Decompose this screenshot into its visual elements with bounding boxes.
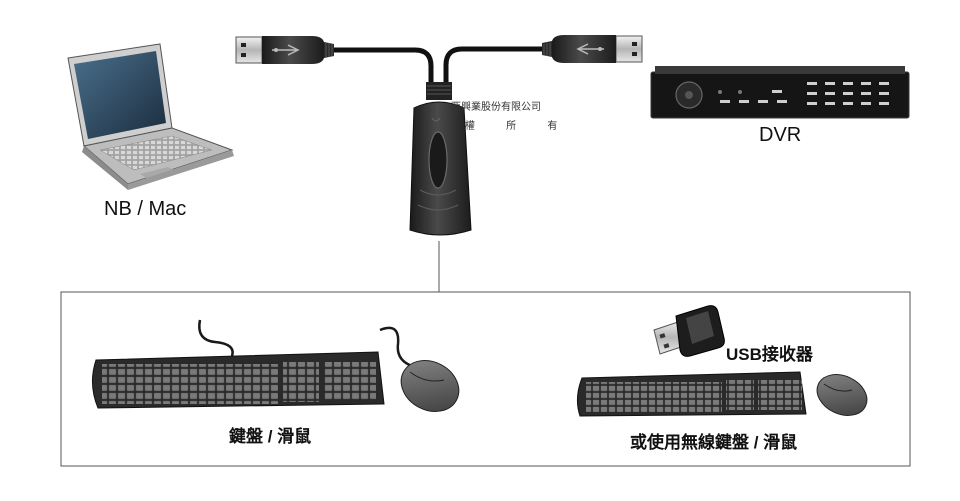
keyboard-icon [576, 371, 807, 417]
usb-adapter-icon [409, 82, 472, 236]
dvr-label: DVR [759, 124, 802, 146]
wireless-keyboard-mouse-label: 或使用無線鍵盤 / 滑鼠 [630, 433, 798, 452]
cable-right [443, 46, 542, 84]
cable-left [334, 47, 434, 84]
watermark-company: 西興業股份有限公司 [451, 102, 541, 113]
usb-receiver-label: USB接收器 [726, 345, 813, 364]
usb-plug-left [235, 36, 334, 64]
keyboard-icon [92, 319, 385, 409]
mouse-icon [379, 326, 460, 412]
usb-plug-icon [542, 35, 643, 63]
keyboard-mouse-label: 鍵盤 / 滑鼠 [229, 427, 312, 446]
dvr-icon [650, 66, 910, 119]
laptop-icon [67, 43, 234, 190]
peripherals-frame [60, 291, 911, 467]
usb-plug-right [542, 35, 643, 63]
usb-plug-icon [235, 36, 334, 64]
usb-receiver-icon [653, 305, 725, 357]
mouse-icon [816, 374, 868, 416]
laptop-label: NB / Mac [104, 198, 187, 220]
watermark-rights: 權 所 有 [465, 121, 572, 132]
